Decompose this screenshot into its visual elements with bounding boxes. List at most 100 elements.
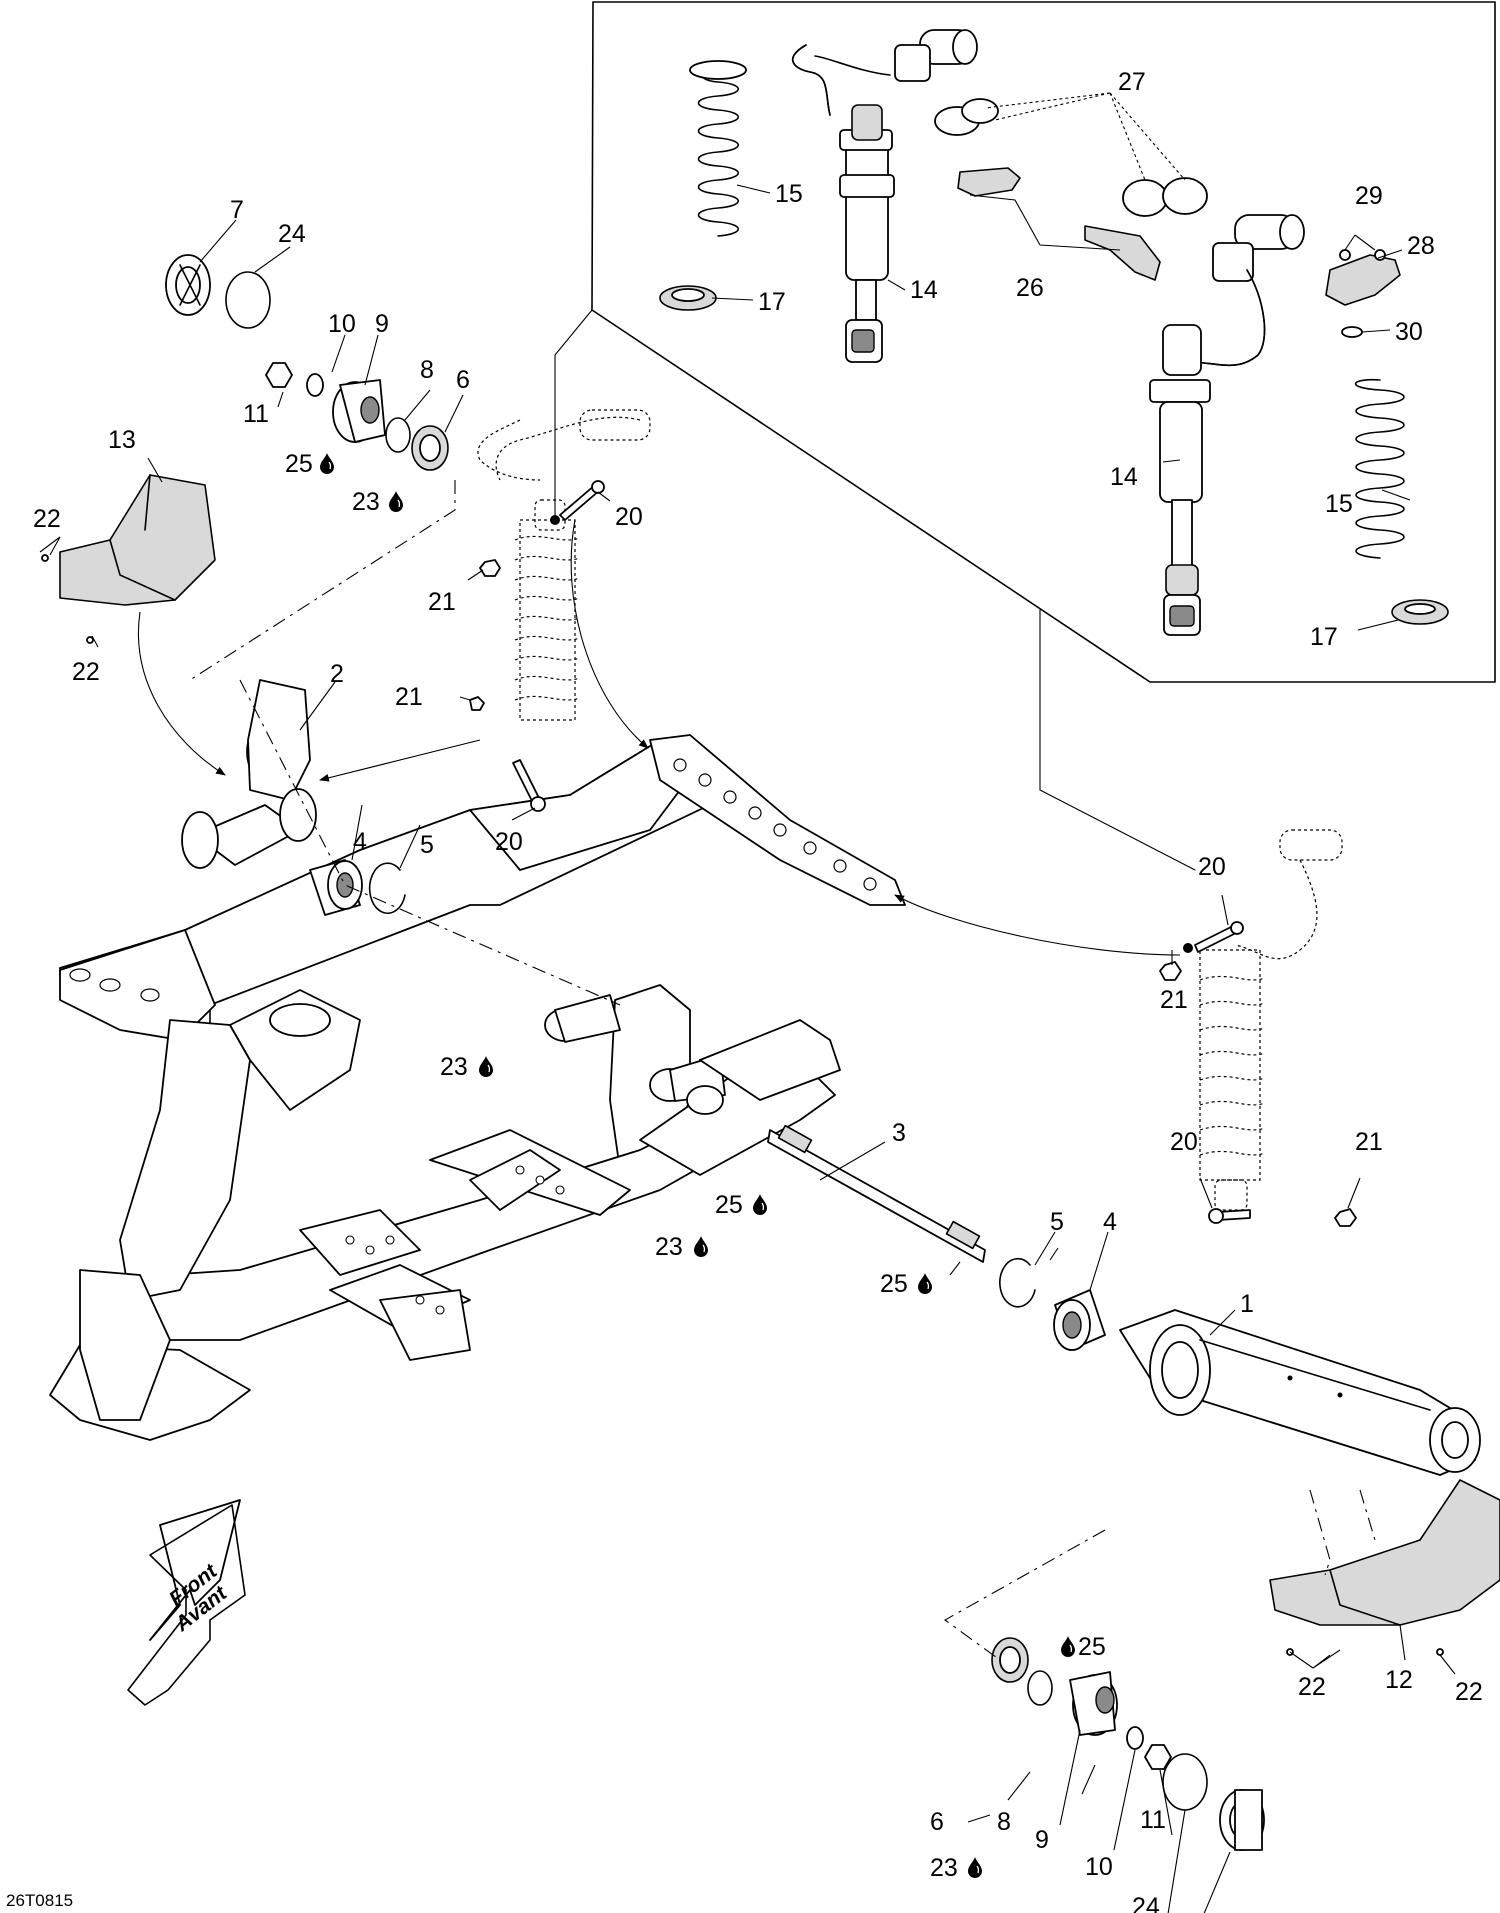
callout-10-top: 10 [328,310,356,338]
hub-right [1069,1671,1118,1736]
callout-22-b: 22 [72,658,100,686]
guard-right [1269,1479,1500,1656]
bolt-lower-left [512,759,546,812]
diagram-code: 26T0815 [6,1891,73,1910]
callout-22-c: 22 [1298,1673,1326,1701]
vehicle-frame [49,734,906,1441]
swing-arm [1119,1309,1481,1476]
callout-12: 12 [1385,1666,1413,1694]
callout-23-a: 23 [352,488,380,516]
callout-8-top: 8 [420,356,434,384]
shock-detail-inset [554,1,1496,871]
callout-21-b: 21 [395,683,423,711]
callout-27: 27 [1118,68,1146,96]
callout-17-inset-left: 17 [758,288,786,316]
circlip-left [368,862,406,915]
callout-25-a: 25 [285,450,313,478]
callout-15-inset-left: 15 [775,180,803,208]
bushing-left [411,425,449,471]
callout-21-a: 21 [428,588,456,616]
bolt-upper-left [559,480,605,521]
coil-spring-right [1354,378,1449,625]
callout-6-top: 6 [456,366,470,394]
seal-ring-left [225,271,271,329]
callout-10-bottom: 10 [1085,1853,1113,1881]
cap-right [1219,1789,1265,1851]
callout-11-bottom: 11 [1140,1806,1166,1834]
callout-14-inset-right: 14 [1110,463,1138,491]
callout-21-d: 21 [1355,1128,1383,1156]
clamps [934,98,1208,217]
oring-right [1027,1670,1053,1706]
seal-ring-right [1162,1753,1208,1811]
mounting-bracket [1325,249,1401,338]
callout-7-top: 7 [230,196,244,224]
bearing-left [309,859,363,916]
reservoir-brackets [957,167,1161,281]
circlip-right [999,1257,1036,1308]
callout-20-c: 20 [1198,853,1226,881]
callout-8-bottom: 8 [997,1808,1011,1836]
callout-25-b: 25 [715,1191,743,1219]
label-leaders [39,92,1456,1913]
oring-left [385,417,411,453]
callout-24-bottom: 24 [1132,1893,1160,1913]
hub-left [332,379,386,443]
callout-26: 26 [1016,274,1044,302]
coil-spring-left [689,60,747,237]
shock-absorber-right-inset [1149,214,1305,636]
callout-11-top: 11 [243,400,269,428]
pivot-housing [181,679,317,869]
callout-30: 30 [1395,318,1423,346]
front-direction-arrow: Front Avant [127,1499,246,1706]
shock-absorber-right-installed [1183,829,1343,1211]
callout-6-bottom: 6 [930,1808,944,1836]
shock-absorber-left [791,29,978,363]
callout-17-inset-right: 17 [1310,623,1338,651]
callout-20-a: 20 [615,503,643,531]
callout-23-c: 23 [655,1233,683,1261]
callout-25-c: 25 [880,1270,908,1298]
nut-upper-left [479,559,501,577]
callout-20-b: 20 [495,828,523,856]
pivot-shaft [767,1124,986,1263]
callout-22-d: 22 [1455,1678,1483,1706]
callout-5-right: 5 [1050,1208,1064,1236]
bolt-lower-right [1208,1208,1251,1224]
cap-left [165,254,211,316]
callout-4-left: 4 [353,828,367,856]
shock-absorber-left-installed [477,409,651,721]
callout-1: 1 [1240,1290,1254,1318]
callout-3: 3 [892,1119,906,1147]
callout-9-bottom: 9 [1035,1826,1049,1854]
callout-14-inset-left: 14 [910,276,938,304]
callout-4-right: 4 [1103,1208,1117,1236]
callout-13: 13 [108,426,136,454]
bolt-upper-right [1194,921,1244,953]
bearing-right [1053,1289,1106,1351]
callout-9-top: 9 [375,310,389,338]
callout-labels: 27 15 14 17 26 29 28 30 14 15 17 7 24 10… [33,68,1483,1913]
spring-seat-left [659,285,717,311]
callout-28: 28 [1407,232,1435,260]
callout-29: 29 [1355,182,1383,210]
nut-washer-left [265,362,324,397]
callout-22-a: 22 [33,505,61,533]
guard-left [41,474,216,644]
callout-24-top: 24 [278,220,306,248]
callout-21-c: 21 [1160,986,1188,1014]
callout-15-inset-right: 15 [1325,490,1353,518]
callout-25-d: 25 [1078,1633,1106,1661]
nut-lower-right [1334,1208,1357,1227]
nut-upper-right [1159,961,1182,981]
callout-23-b: 23 [440,1053,468,1081]
callout-5-left: 5 [420,831,434,859]
assembly-guides [138,480,1376,1661]
callout-23-d: 23 [930,1854,958,1882]
callout-2: 2 [330,660,344,688]
nut-lower-left [469,696,485,711]
callout-20-d: 20 [1170,1128,1198,1156]
nut-washer-right [1126,1726,1172,1770]
bushing-right [991,1637,1029,1683]
